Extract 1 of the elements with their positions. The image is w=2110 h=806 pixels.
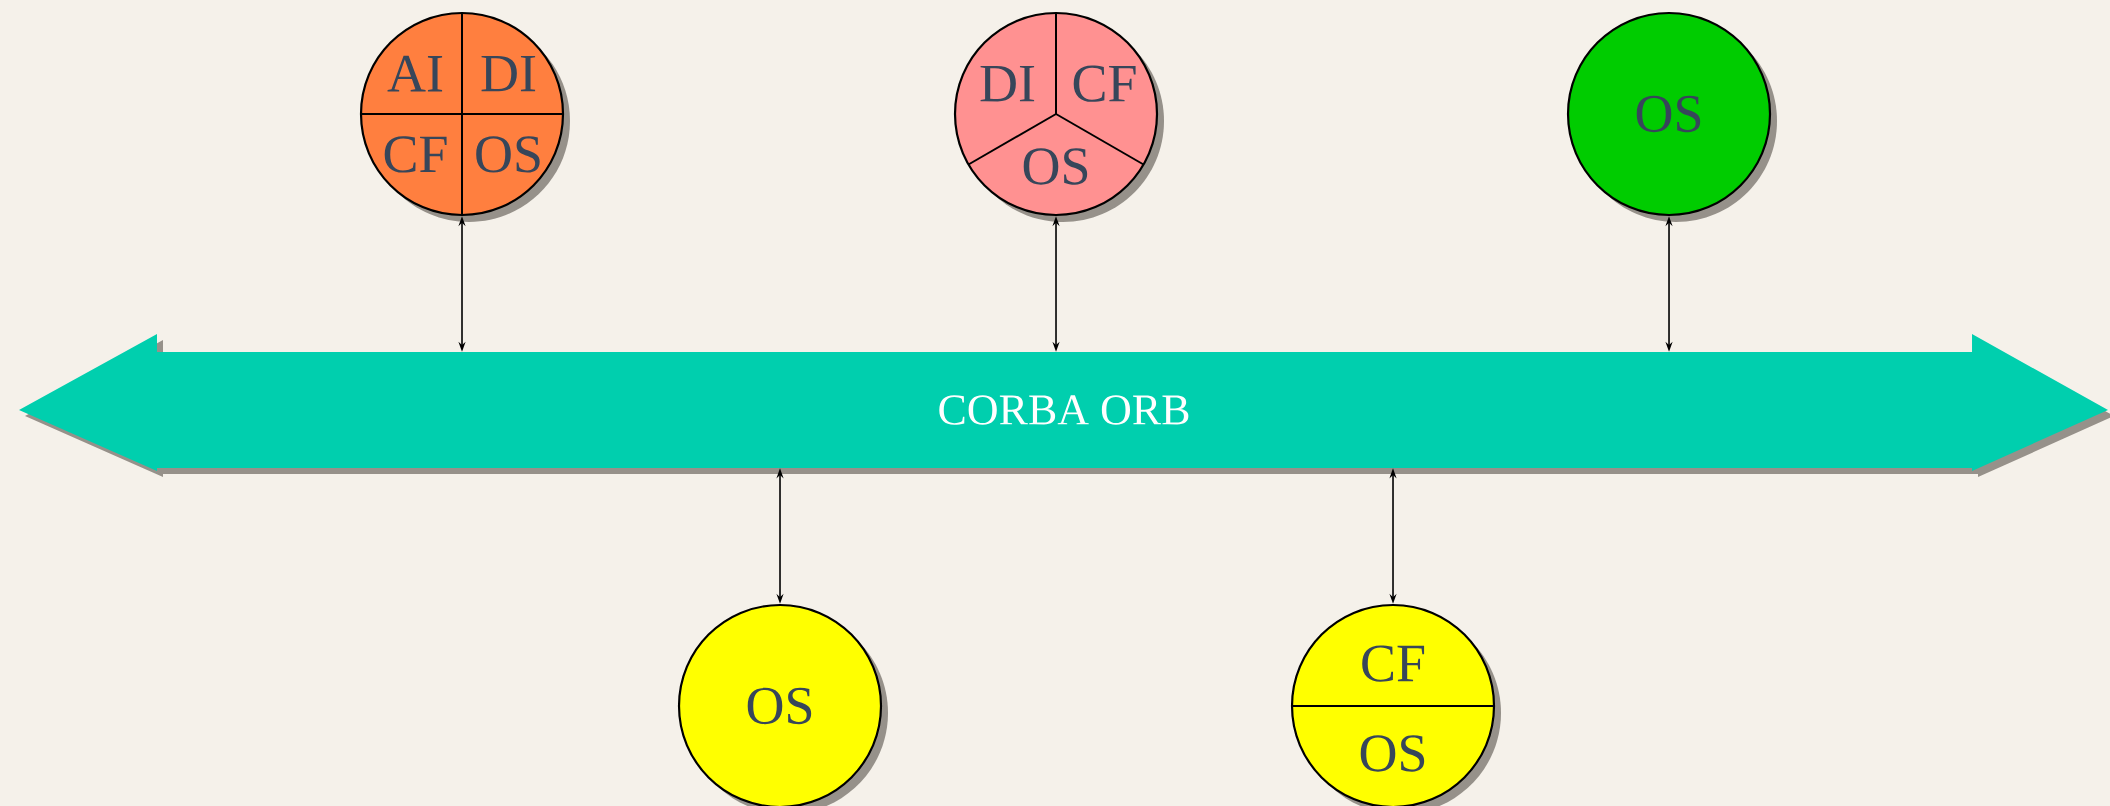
double-arrow-band: CORBA ORB <box>19 334 2110 477</box>
